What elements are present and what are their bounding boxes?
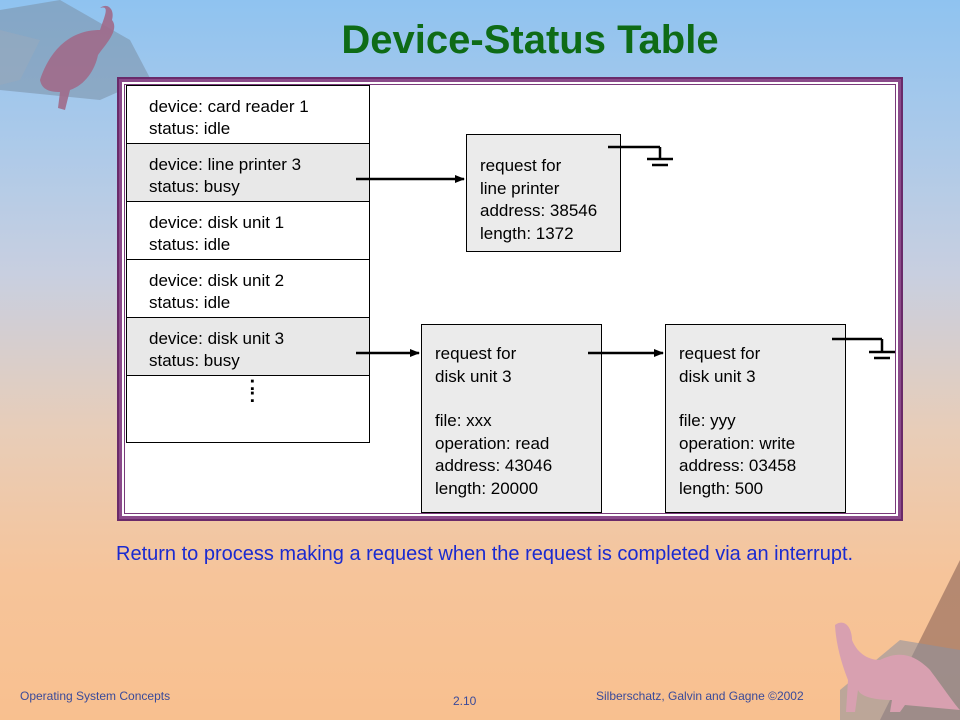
request-line: line printer — [480, 178, 560, 198]
request-line: file: yyy — [679, 411, 736, 430]
request-line: disk unit 3 — [435, 366, 512, 386]
request-line: request for — [679, 344, 761, 363]
request-line: request for — [480, 156, 562, 175]
caption-text: Return to process making a request when … — [116, 543, 854, 565]
device-label: device: disk unit 3 — [149, 329, 285, 348]
device-label: device: disk unit 2 — [149, 271, 285, 290]
device-status-table: device: card reader 1 status: idle devic… — [126, 85, 370, 443]
footer-page-number: 2.10 — [453, 694, 477, 708]
request-line: address: 43046 — [435, 456, 553, 475]
request-line: length: 1372 — [480, 223, 574, 243]
top-left-dinosaur-icon — [0, 0, 150, 110]
status-label: status: idle — [149, 293, 231, 312]
status-label: status: busy — [149, 351, 240, 370]
device-row: device: disk unit 3 status: busy — [127, 318, 369, 376]
request-line: address: 03458 — [679, 456, 797, 475]
request-line: operation: write — [679, 433, 796, 453]
printer-request-box: request for line printer address: 38546 … — [466, 134, 621, 252]
status-label: status: busy — [149, 177, 240, 196]
diagram-inner-border — [124, 84, 896, 514]
request-line: length: 500 — [679, 478, 764, 498]
request-line: request for — [435, 344, 517, 363]
page-title: Device-Status Table — [341, 18, 719, 62]
disk-request-box-2: request for disk unit 3 file: yyy operat… — [665, 324, 846, 513]
device-label: device: disk unit 1 — [149, 213, 285, 232]
request-line: address: 38546 — [480, 201, 598, 220]
bottom-right-dinosaur-icon — [835, 560, 960, 720]
ground-null-icon — [832, 337, 895, 360]
footer-right: Silberschatz, Galvin and Gagne ©2002 — [596, 689, 804, 703]
device-label: device: line printer 3 — [149, 155, 302, 174]
footer-left: Operating System Concepts — [20, 689, 171, 703]
device-row: device: line printer 3 status: busy — [127, 144, 369, 202]
status-label: status: idle — [149, 119, 231, 138]
device-row: device: card reader 1 status: idle — [127, 86, 369, 144]
disk-request-box-1: request for disk unit 3 file: xxx operat… — [421, 324, 602, 513]
ground-null-icon — [608, 145, 673, 167]
device-row: device: disk unit 2 status: idle — [127, 260, 369, 318]
request-line: operation: read — [435, 433, 550, 453]
request-line: file: xxx — [435, 411, 492, 430]
status-label: status: idle — [149, 235, 231, 254]
request-line: disk unit 3 — [679, 366, 756, 386]
ellipsis-marker: : : — [249, 373, 256, 407]
device-row-ellipsis: : : — [127, 373, 369, 442]
request-line: length: 20000 — [435, 478, 539, 498]
device-label: device: card reader 1 — [149, 97, 309, 116]
device-row: device: disk unit 1 status: idle — [127, 202, 369, 260]
